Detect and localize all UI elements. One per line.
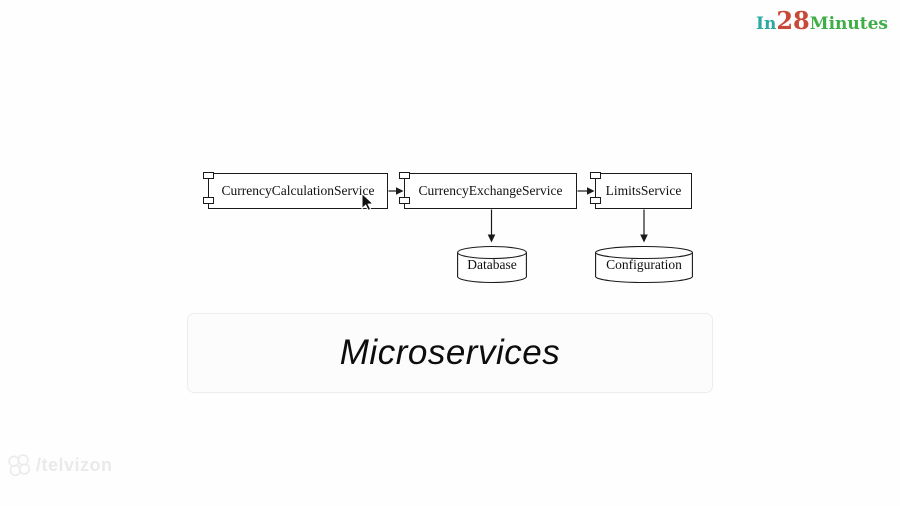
node-limits-service: LimitsService xyxy=(590,172,692,209)
node-configuration-label: Configuration xyxy=(606,257,682,272)
connector-exchange-to-limits-arrow xyxy=(577,187,595,195)
configuration-cylinder-icon xyxy=(595,245,693,284)
node-database-label: Database xyxy=(467,257,517,272)
watermark-text: /telvizon xyxy=(36,454,113,475)
component-tab-icon xyxy=(590,172,601,179)
node-currency-calculation-service: CurrencyCalculationService xyxy=(203,172,388,209)
component-tab-icon xyxy=(203,172,214,179)
connector-exchange-to-database-arrow xyxy=(487,209,496,243)
node-currency-exchange-service: CurrencyExchangeService xyxy=(399,172,577,209)
clover-icon xyxy=(8,454,31,477)
node-label: LimitsService xyxy=(605,183,682,198)
caption-panel: Microservices xyxy=(187,313,713,393)
brand-logo-prefix: In xyxy=(756,14,777,34)
component-tab-icon xyxy=(399,172,410,179)
connector-calc-to-exchange-arrow xyxy=(388,187,404,195)
component-tab-icon xyxy=(590,197,601,204)
node-label: CurrencyCalculationService xyxy=(221,183,375,198)
database-cylinder-icon xyxy=(457,245,527,284)
watermark: /telvizon xyxy=(6,452,113,478)
mouse-cursor-icon xyxy=(361,193,375,212)
brand-logo: In28Minutes xyxy=(756,8,888,37)
brand-logo-number: 28 xyxy=(776,6,810,35)
connector-limits-to-configuration-arrow xyxy=(640,209,648,243)
node-label: CurrencyExchangeService xyxy=(418,183,563,198)
caption-title: Microservices xyxy=(339,333,561,372)
component-tab-icon xyxy=(203,197,214,204)
component-tab-icon xyxy=(399,197,410,204)
brand-logo-suffix: Minutes xyxy=(809,14,888,34)
